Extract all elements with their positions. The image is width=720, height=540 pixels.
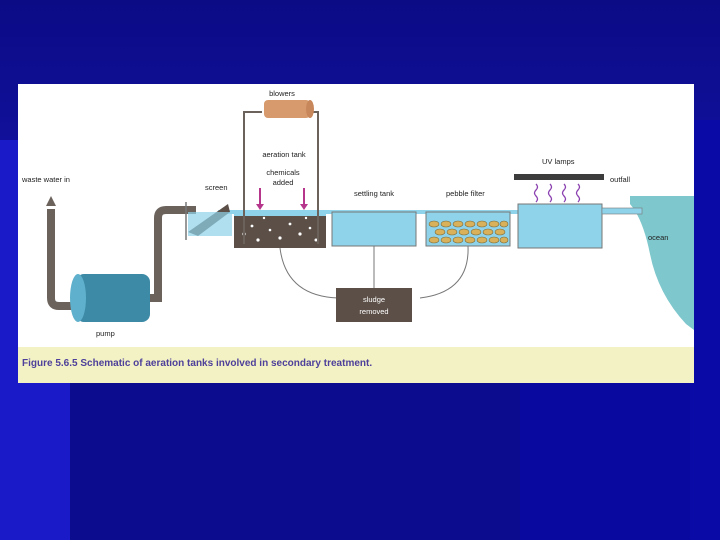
added-label: added bbox=[273, 178, 294, 187]
waste-water-in-label: waste water in bbox=[21, 175, 70, 184]
sludge-label: sludge bbox=[363, 295, 385, 304]
figure-caption: Figure 5.6.5 Schematic of aeration tanks… bbox=[22, 358, 373, 369]
treatment-diagram: blowers aeration tank chemicals added wa… bbox=[21, 89, 694, 338]
pump-label: pump bbox=[96, 329, 115, 338]
caption-bar: Figure 5.6.5 Schematic of aeration tanks… bbox=[18, 347, 694, 383]
blowers-end bbox=[306, 100, 314, 118]
slide-background-band bbox=[690, 120, 720, 540]
sludge-box bbox=[336, 288, 412, 322]
inlet-pipe-mouth bbox=[46, 196, 56, 206]
ocean-label: ocean bbox=[648, 233, 668, 242]
screen-water bbox=[188, 212, 232, 236]
uv-lamps-label: UV lamps bbox=[542, 157, 575, 166]
sludge-line-aeration bbox=[279, 247, 339, 299]
uv-tank bbox=[517, 203, 603, 249]
ocean-area bbox=[630, 196, 694, 330]
diagram-labels: blowers aeration tank chemicals added wa… bbox=[21, 89, 668, 338]
removed-label: removed bbox=[359, 307, 388, 316]
aeration-tank-surface bbox=[234, 210, 326, 216]
outfall-label: outfall bbox=[610, 175, 630, 184]
pump-body bbox=[76, 274, 150, 322]
outfall-pipe bbox=[601, 207, 643, 215]
water-line bbox=[218, 210, 628, 214]
blowers-label: blowers bbox=[269, 89, 295, 98]
uv-rays bbox=[533, 183, 581, 203]
chemicals-label: chemicals bbox=[266, 168, 300, 177]
chemical-arrowhead-right bbox=[300, 204, 308, 210]
sludge-line-filter bbox=[419, 245, 469, 299]
screen-label: screen bbox=[205, 183, 228, 192]
pebbles bbox=[428, 220, 509, 244]
aeration-tank bbox=[234, 212, 326, 248]
inlet-pipe bbox=[47, 209, 76, 310]
air-line-left bbox=[243, 111, 262, 244]
blowers-unit bbox=[264, 100, 310, 118]
pump-outlet-pipe bbox=[150, 206, 196, 302]
chemical-arrowhead-left bbox=[256, 204, 264, 210]
aeration-tank-label: aeration tank bbox=[262, 150, 306, 159]
settling-tank-label: settling tank bbox=[354, 189, 394, 198]
pump-end bbox=[70, 274, 86, 322]
treatment-figure: blowers aeration tank chemicals added wa… bbox=[18, 84, 694, 383]
uv-lamp-bar bbox=[514, 174, 604, 180]
pebble-filter-label: pebble filter bbox=[446, 189, 485, 198]
settling-tank bbox=[331, 211, 417, 247]
